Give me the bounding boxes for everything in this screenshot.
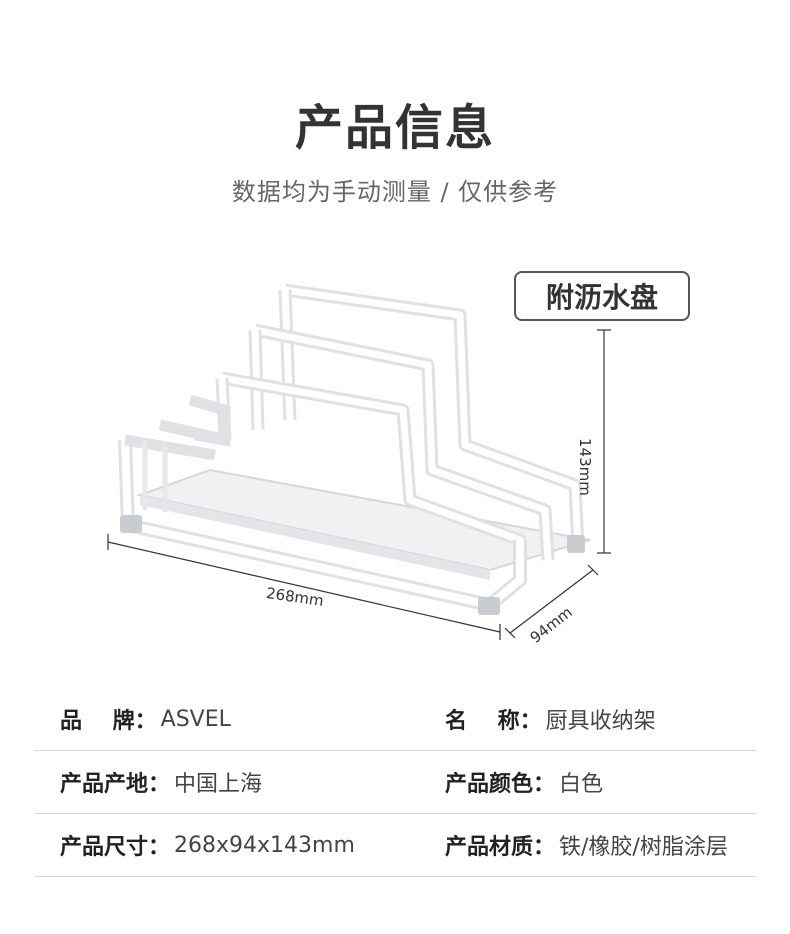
spec-key: 产品颜色： bbox=[445, 772, 556, 797]
spec-value: 厨具收纳架 bbox=[545, 709, 656, 734]
rubber-foot bbox=[567, 535, 585, 553]
spec-cell: 产品尺寸： 268x94x143mm bbox=[34, 829, 395, 861]
spec-key: 品 牌： bbox=[60, 709, 157, 734]
spec-value: 268x94x143mm bbox=[174, 832, 355, 858]
spec-key: 名 称： bbox=[445, 709, 542, 734]
spec-value: 中国上海 bbox=[174, 772, 263, 797]
spec-row: 产品产地： 中国上海 产品颜色： 白色 bbox=[34, 751, 756, 814]
spec-value: ASVEL bbox=[160, 706, 231, 732]
page-title: 产品信息 bbox=[294, 100, 495, 156]
spec-value: 白色 bbox=[559, 772, 604, 797]
spec-row: 品 牌： ASVEL 名 称： 厨具收纳架 bbox=[34, 688, 756, 751]
spec-value: 铁/橡胶/树脂涂层 bbox=[559, 835, 728, 860]
depth-dimension-line bbox=[509, 569, 594, 634]
rubber-foot bbox=[478, 597, 500, 615]
spec-cell: 产品材质： 铁/橡胶/树脂涂层 bbox=[395, 829, 756, 861]
spec-cell: 产品颜色： 白色 bbox=[395, 766, 756, 798]
drip-tray-badge: 附沥水盘 bbox=[514, 271, 690, 321]
rubber-foot bbox=[120, 515, 142, 533]
spec-key: 产品材质： bbox=[445, 835, 556, 860]
spec-key: 产品尺寸： bbox=[60, 835, 171, 860]
spec-cell: 名 称： 厨具收纳架 bbox=[395, 703, 756, 735]
width-dimension-line bbox=[107, 541, 501, 633]
spec-row: 产品尺寸： 268x94x143mm 产品材质： 铁/橡胶/树脂涂层 bbox=[34, 814, 756, 877]
height-dimension-label: 143mm bbox=[576, 438, 594, 496]
spec-cell: 产品产地： 中国上海 bbox=[34, 766, 395, 798]
spec-key: 产品产地： bbox=[60, 772, 171, 797]
spec-cell: 品 牌： ASVEL bbox=[34, 703, 395, 735]
spec-table: 品 牌： ASVEL 名 称： 厨具收纳架 产品产地： 中国上海 产品颜色： 白… bbox=[34, 688, 756, 877]
page-subtitle: 数据均为手动测量 / 仅供参考 bbox=[231, 178, 559, 206]
product-illustration bbox=[107, 283, 611, 640]
